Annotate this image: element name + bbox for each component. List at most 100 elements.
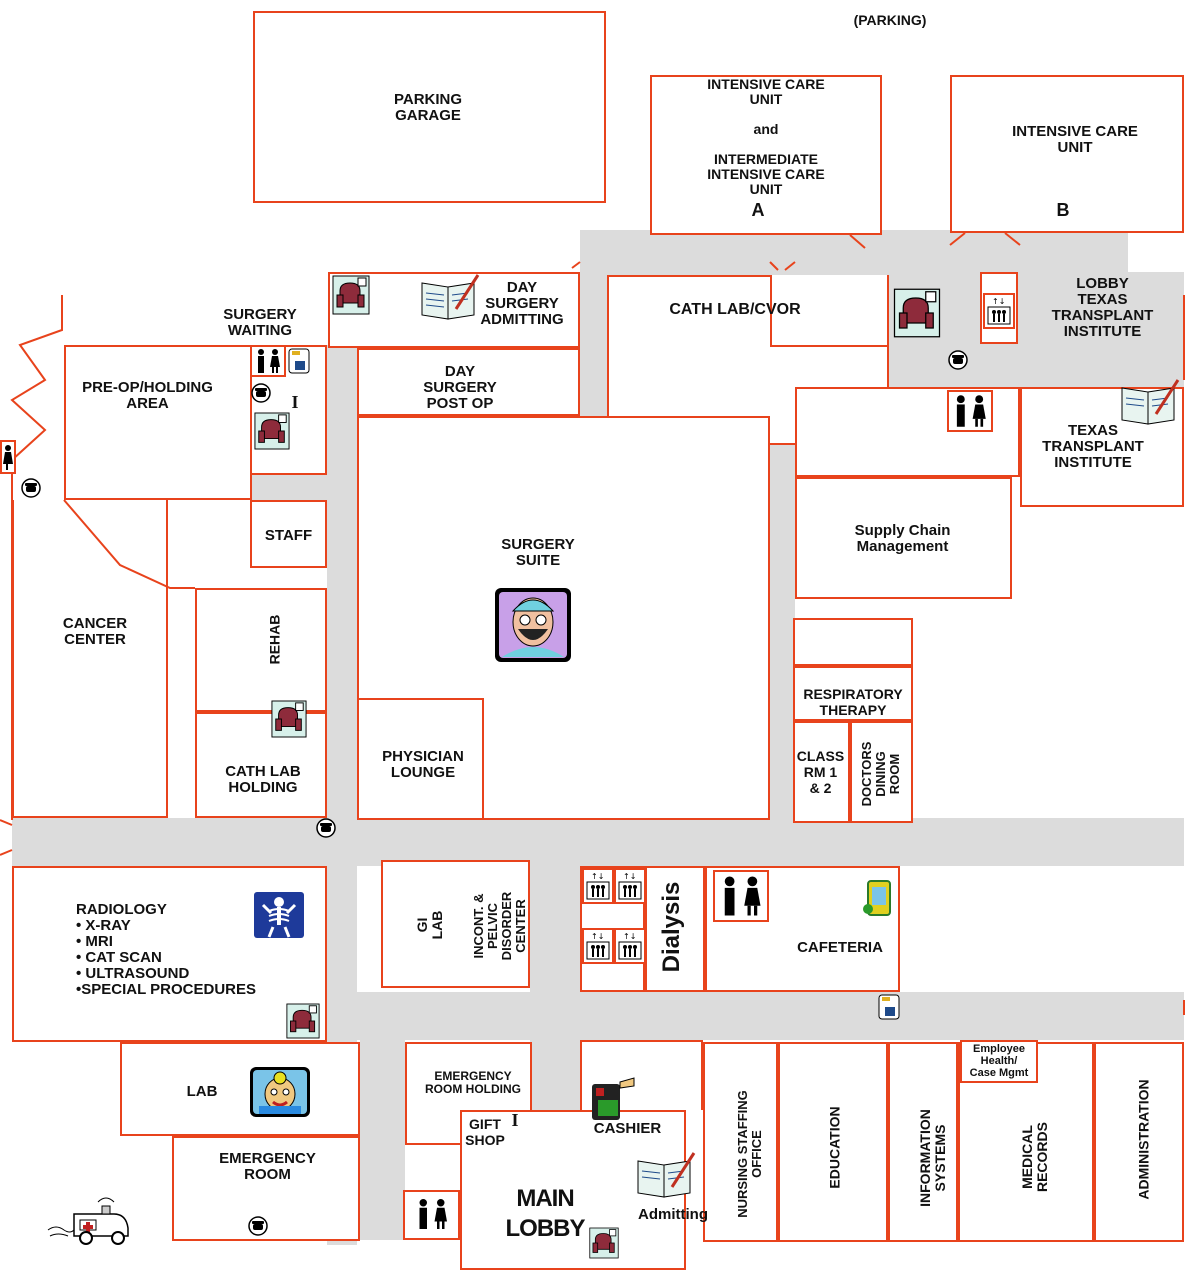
lab-room[interactable] [120, 1042, 360, 1136]
surgery-waiting-label: SURGERY WAITING [223, 306, 297, 339]
icu-b-room[interactable] [950, 75, 1184, 233]
xray-icon [253, 891, 305, 939]
pre-op-label: PRE-OP/HOLDING AREA [82, 379, 213, 412]
cath-lab-cvor-label: CATH LAB/CVOR [669, 301, 801, 318]
corridor-middle-horizontal [12, 818, 1184, 866]
chair-icon [254, 412, 290, 450]
class-room[interactable] [793, 721, 850, 823]
staff-label: STAFF [264, 527, 313, 544]
svg-text:↑↓: ↑↓ [992, 297, 1005, 306]
staff-room[interactable] [250, 500, 327, 568]
icu-b-label: INTENSIVE CARE UNIT [1012, 123, 1138, 156]
cath-lab-inner-room[interactable] [770, 275, 889, 347]
info-systems-room[interactable] [888, 1042, 958, 1242]
cashier-label: CASHIER [593, 1120, 662, 1137]
corridor-gi-vertical [530, 840, 580, 1150]
surgery-suite-label: SURGERY SUITE [501, 536, 575, 569]
phone-icon [316, 818, 336, 838]
employee-health-label: Employee Health/ Case Mgmt [969, 1043, 1029, 1079]
lower-restroom-room[interactable] [403, 1190, 460, 1240]
water-fountain-icon [287, 347, 311, 375]
cashier-icon [590, 1076, 636, 1122]
phone-icon [248, 1216, 268, 1236]
radiology-label: RADIOLOGY • X-RAY • MRI • CAT SCAN • ULT… [76, 901, 257, 998]
water-fountain-icon [877, 993, 903, 1021]
physician-lounge-room[interactable] [357, 698, 484, 820]
cancer-center-label: CANCER CENTER [62, 615, 128, 648]
book-pen-icon [1118, 378, 1180, 428]
main-lobby-label: MAIN LOBBY [505, 1185, 586, 1242]
cancer-center-room[interactable] [12, 500, 168, 818]
restroom-icon [713, 870, 769, 922]
physician-lounge-label: PHYSICIAN LOUNGE [382, 748, 464, 781]
administration-label: ADMINISTRATION [1135, 1079, 1152, 1200]
corridor-surgery-horizontal [250, 475, 330, 500]
employee-health-room[interactable] [960, 1040, 1038, 1083]
svg-text:↑↓: ↑↓ [591, 872, 604, 881]
svg-text:↑↓: ↑↓ [623, 932, 636, 941]
elevator-icon: ↑↓ [614, 868, 646, 904]
elevator-icon: ↑↓ [614, 928, 646, 964]
supply-chain-room[interactable] [795, 477, 1012, 599]
surgeon-icon [494, 587, 572, 663]
icu-a-letter: A [751, 200, 765, 220]
emergency-room-label: EMERGENCY ROOM [219, 1150, 316, 1183]
nursing-staffing-room[interactable] [703, 1042, 778, 1242]
icu-a-label: INTENSIVE CARE UNIT and INTERMEDIATE INT… [707, 76, 825, 197]
supply-chain-label: Supply Chain Management [854, 522, 951, 555]
phone-icon [948, 350, 968, 370]
gift-shop-label: GIFT SHOP [465, 1116, 505, 1148]
day-surgery-admitting-label: DAY SURGERY ADMITTING [480, 279, 564, 328]
respiratory-room[interactable] [793, 666, 913, 721]
rehab-label: REHAB [266, 614, 283, 665]
corridor-top-left-vertical [580, 230, 608, 448]
corridor-er-vertical [360, 1040, 405, 1240]
phone-icon [251, 383, 271, 403]
svg-text:↑↓: ↑↓ [623, 872, 636, 881]
gi-lab-room[interactable] [381, 860, 530, 988]
rehab-room[interactable] [195, 588, 327, 712]
cafeteria-label: CAFETERIA [797, 939, 883, 956]
icu-a-room[interactable] [650, 75, 882, 235]
respiratory-label: RESPIRATORY THERAPY [803, 686, 903, 718]
admitting-label: Admitting [638, 1206, 708, 1223]
restroom-icon [412, 1196, 452, 1232]
chair-icon [332, 275, 370, 315]
elevator-icon: ↑↓ [582, 868, 614, 904]
class-room-label: CLASS RM 1 & 2 [796, 748, 845, 796]
upper-small-room[interactable] [793, 618, 913, 666]
medical-records-label: MEDICAL RECORDS [1019, 1122, 1050, 1193]
radiology-room[interactable] [12, 866, 327, 1042]
vending-icon [862, 875, 896, 919]
gi-lab-label: GI LAB [414, 910, 445, 940]
corridor-lower-horizontal [327, 992, 1184, 1040]
info-i-label: I [291, 392, 299, 412]
texas-transplant-label: TEXAS TRANSPLANT INSTITUTE [1042, 422, 1144, 471]
education-room[interactable] [778, 1042, 888, 1242]
cath-lab-holding-label: CATH LAB HOLDING [225, 763, 301, 796]
book-pen-icon [418, 273, 480, 323]
restroom-icon [250, 345, 286, 377]
chair-icon [286, 1003, 320, 1039]
doctors-dining-label: DOCTORS DINING ROOM [859, 741, 902, 807]
svg-text:↑↓: ↑↓ [591, 932, 604, 941]
doctors-dining-room[interactable] [850, 721, 913, 823]
dialysis-room[interactable] [645, 866, 705, 992]
ambulance-icon [44, 1192, 132, 1248]
pre-op-room[interactable] [64, 345, 252, 500]
elevator-icon: ↑↓ [983, 293, 1015, 329]
chair-icon [589, 1227, 619, 1259]
incont-label: INCONT. & PELVIC DISORDER CENTER [471, 891, 528, 961]
dialysis-label: Dialysis [658, 881, 685, 973]
restroom-icon [0, 440, 16, 474]
day-surgery-post-op-room[interactable] [357, 348, 580, 416]
administration-room[interactable] [1094, 1042, 1184, 1242]
parking-garage-room[interactable] [253, 11, 606, 203]
education-label: EDUCATION [826, 1106, 843, 1189]
phone-icon [21, 478, 41, 498]
gift-info-i-label: I [511, 1110, 519, 1130]
lab-label: LAB [186, 1083, 218, 1100]
icu-b-letter: B [1056, 200, 1070, 220]
lobby-texas-label: LOBBY TEXAS TRANSPLANT INSTITUTE [1051, 275, 1154, 340]
